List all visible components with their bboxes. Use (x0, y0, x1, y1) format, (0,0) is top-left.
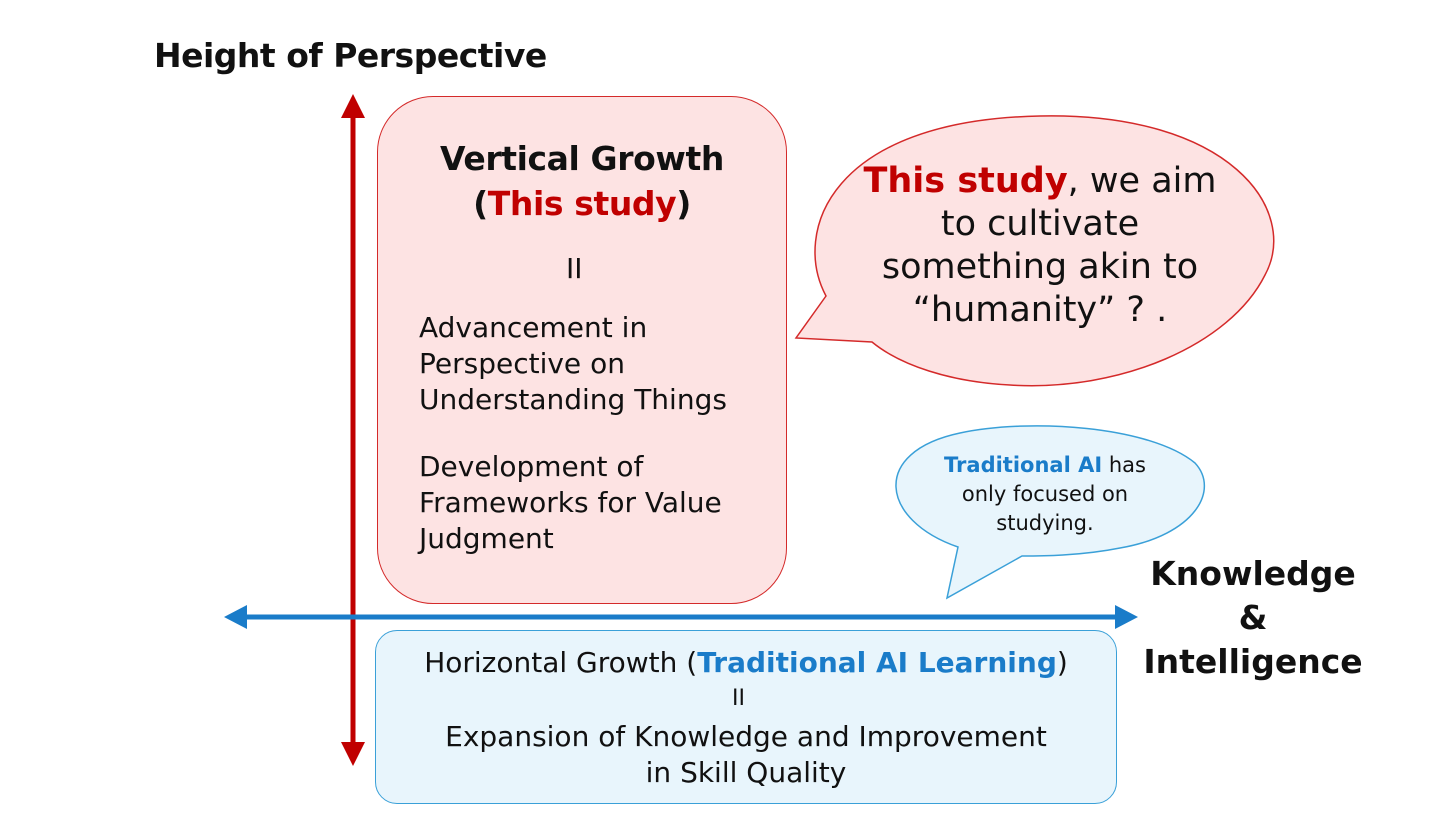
x-axis-title-line-2: & (1238, 598, 1268, 637)
horizontal-growth-box (375, 630, 1117, 804)
horizontal-title-prefix: Horizontal Growth ( (424, 646, 698, 679)
vertical-growth-box (377, 96, 787, 604)
title-close-paren: ) (676, 184, 691, 223)
x-axis-arrow (224, 605, 1138, 629)
y-axis-arrow (341, 94, 365, 766)
x-axis-title-line-3: Intelligence (1143, 642, 1363, 681)
study-bubble-rest: , we aim to cultivate something akin to … (881, 161, 1217, 330)
vertical-equals-sign: II (566, 252, 583, 285)
x-axis-title-line-1: Knowledge (1150, 554, 1356, 593)
horizontal-description-line-1: Expansion of Knowledge and Improvement (445, 720, 1047, 753)
study-speech-bubble (794, 115, 1275, 387)
traditional-bubble-text: Traditional AI has only focused on study… (920, 451, 1170, 538)
study-bubble-highlight: This study (863, 161, 1068, 201)
y-axis-title: Height of Perspective (154, 36, 547, 75)
vertical-growth-title: Vertical Growth (This study) (380, 136, 784, 226)
this-study-highlight: This study (487, 184, 677, 223)
traditional-speech-bubble (895, 425, 1206, 600)
vertical-item-perspective: Advancement in Perspective on Understand… (419, 311, 727, 416)
horizontal-equals-sign: II (732, 686, 745, 711)
horizontal-title-suffix: ) (1056, 646, 1068, 679)
vertical-growth-title-line-2: (This study) (380, 181, 784, 226)
horizontal-growth-title: Horizontal Growth (Traditional AI Learni… (375, 645, 1117, 681)
vertical-growth-title-line-1: Vertical Growth (440, 139, 724, 178)
title-open-paren: ( (473, 184, 488, 223)
x-axis-title: Knowledge & Intelligence (1140, 552, 1366, 684)
horizontal-description-line-2: in Skill Quality (645, 756, 847, 789)
traditional-bubble-highlight: Traditional AI (944, 453, 1103, 477)
study-bubble-text: This study, we aim to cultivate somethin… (850, 160, 1230, 332)
traditional-ai-learning-highlight: Traditional AI Learning (697, 646, 1057, 679)
traditional-bubble-rest: has only focused on studying. (961, 453, 1146, 535)
vertical-item-value-judgment: Development of Frameworks for Value Judg… (419, 450, 722, 555)
